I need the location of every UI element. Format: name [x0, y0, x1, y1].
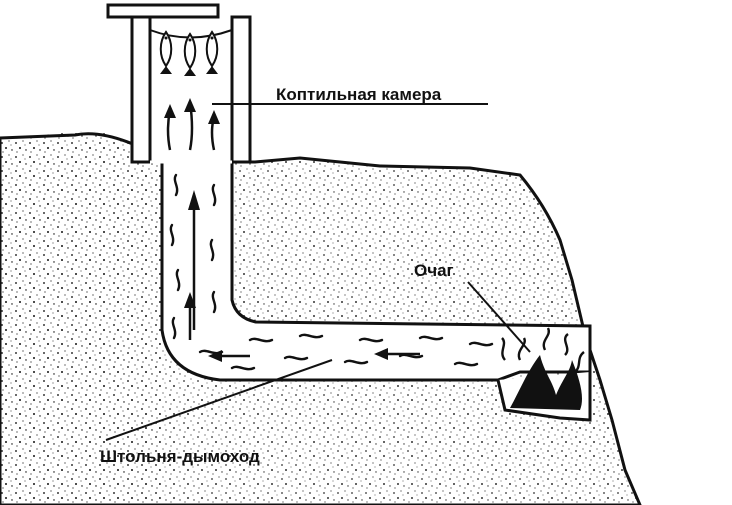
smoke-arrow-icon: [208, 110, 220, 151]
smoke-arrow-icon: [208, 350, 250, 362]
ground-main: [0, 132, 642, 505]
smoke-arrow-icon: [188, 190, 200, 330]
tunnel-chimney: [160, 160, 592, 382]
fish-icon: [205, 30, 219, 74]
smoke-arrow-icon: [374, 348, 420, 360]
hearth-label: Очаг: [414, 261, 454, 280]
chamber-wall-right: [230, 15, 252, 164]
smoke-arrow-icon: [184, 98, 196, 151]
smoke-arrow-icon: [184, 292, 196, 340]
smoke-arrow-icon: [164, 104, 176, 151]
fish-icon: [183, 32, 197, 76]
fish-icon: [159, 30, 173, 74]
tunnel-chimney-label: Штольня-дымоход: [100, 447, 260, 466]
chamber-wall-left: [130, 15, 152, 164]
smoking-chamber-label: Коптильная камера: [276, 85, 442, 104]
tunnel-leader-line: [105, 359, 333, 441]
hearth-leader-line: [467, 281, 531, 353]
chamber-roof: [106, 3, 220, 19]
fire-icon: [501, 327, 585, 410]
